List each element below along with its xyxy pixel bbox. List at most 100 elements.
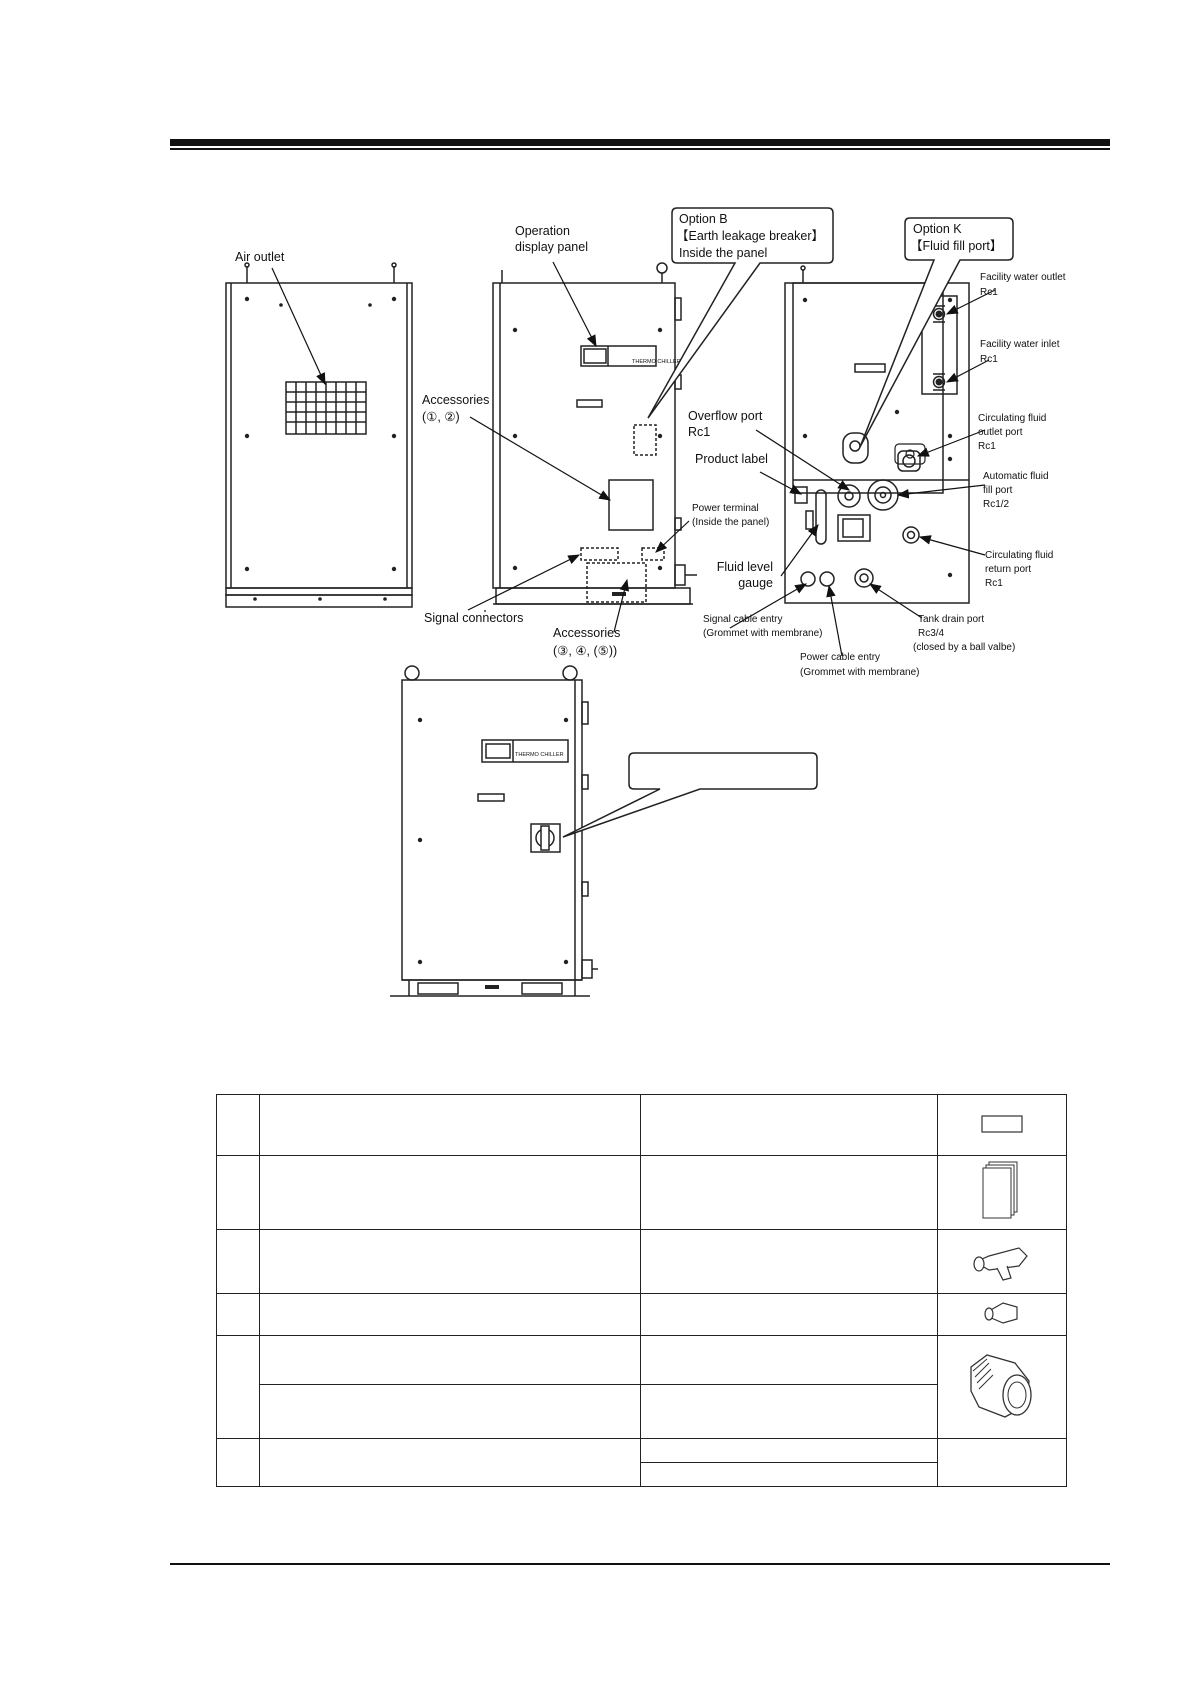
table-row	[216, 1094, 1067, 1156]
table-cell-qty	[640, 1094, 938, 1156]
label-facility-inlet-2: Rc1	[980, 354, 998, 365]
label-auto-fill-1: Automatic fluid	[983, 471, 1049, 482]
label-auto-fill-3: Rc1/2	[983, 499, 1010, 510]
table-cell-name	[259, 1438, 641, 1487]
table-row	[217, 1462, 1067, 1487]
callout-option-b-line2: 【Earth leakage breaker】	[676, 229, 824, 243]
label-circ-outlet-3: Rc1	[978, 441, 996, 452]
leader-accessories-12	[469, 416, 612, 501]
table-cell-image	[937, 1155, 1067, 1230]
manual-booklet-icon	[982, 1161, 1018, 1219]
label-tank-drain-2: Rc3/4	[918, 628, 945, 639]
leader-circ-outlet	[916, 429, 986, 457]
front-view	[492, 262, 697, 605]
label-facility-outlet-2: Rc1	[980, 287, 998, 298]
leader-auto-fill	[896, 484, 986, 499]
label-product-label: Product label	[695, 452, 768, 466]
callout-option-k-line1: Option K	[913, 222, 962, 236]
table-cell-image	[937, 1293, 1067, 1336]
label-signal-connectors: Signal connectors	[424, 611, 523, 625]
table-cell-name	[259, 1094, 641, 1156]
plate-icon	[981, 1114, 1023, 1133]
table-cell-qty	[640, 1293, 938, 1336]
table-cell-no	[216, 1293, 260, 1336]
label-power-cable-entry-2: (Grommet with membrane)	[800, 667, 919, 678]
leader-operation-panel	[552, 261, 597, 348]
table-cell-name	[259, 1229, 641, 1294]
label-operation-panel-1: Operation	[515, 224, 570, 238]
callout-option-b-line3: Inside the panel	[679, 246, 767, 260]
label-air-outlet: Air outlet	[235, 250, 285, 264]
leader-power-terminal	[655, 520, 690, 553]
label-auto-fill-2: fill port	[983, 485, 1013, 496]
label-circ-return-1: Circulating fluid	[985, 550, 1053, 561]
header-rule-thin	[170, 148, 1110, 150]
panel-brand-text: THERMO CHILLER	[632, 359, 681, 365]
table-cell-qty	[640, 1462, 938, 1487]
y-strainer-icon	[973, 1247, 1028, 1281]
leader-signal-cable-entry	[729, 583, 808, 629]
table-cell-name	[259, 1384, 641, 1439]
table-cell-qty	[640, 1155, 938, 1230]
table-row	[216, 1293, 1067, 1336]
label-accessories-12-1: Accessories	[422, 393, 489, 407]
leader-product-label	[759, 471, 803, 495]
label-facility-outlet-1: Facility water outlet	[980, 272, 1066, 283]
label-fluid-level-gauge-2: gauge	[738, 576, 773, 590]
table-row	[216, 1335, 1067, 1439]
breaker-side-view	[390, 665, 598, 997]
table-row	[216, 1155, 1067, 1230]
callout-option-k	[859, 217, 1014, 448]
table-cell-qty	[640, 1335, 938, 1385]
callout-option-b-line1: Option B	[679, 212, 728, 226]
leader-signal-connectors	[467, 554, 581, 611]
table-cell-name	[259, 1155, 641, 1230]
callout-option-b	[647, 207, 834, 419]
label-overflow-port-1: Overflow port	[688, 409, 763, 423]
panel-brand-text-2: THERMO CHILLER	[515, 752, 564, 758]
label-accessories-345-2: (③, ④, (⑤))	[553, 644, 617, 658]
callout-empty-breaker	[562, 752, 818, 838]
accessories-table	[216, 1094, 1067, 1487]
table-row	[216, 1438, 1067, 1487]
table-cell-qty	[640, 1229, 938, 1294]
leader-facility-inlet	[945, 359, 990, 383]
label-signal-cable-entry-2: (Grommet with membrane)	[703, 628, 822, 639]
label-power-terminal-2: (Inside the panel)	[692, 517, 769, 528]
table-cell-qty	[640, 1438, 938, 1463]
footer-rule	[170, 1563, 1110, 1565]
leader-power-cable-entry	[826, 584, 843, 657]
label-overflow-port-2: Rc1	[688, 425, 710, 439]
label-fluid-level-gauge-1: Fluid level	[717, 560, 773, 574]
leader-fluid-level-gauge	[780, 524, 819, 577]
label-power-terminal-1: Power terminal	[692, 503, 759, 514]
label-circ-return-3: Rc1	[985, 578, 1003, 589]
label-signal-cable-entry-1: Signal cable entry	[703, 614, 783, 625]
table-cell-image	[937, 1438, 1067, 1487]
label-operation-panel-2: display panel	[515, 240, 588, 254]
leader-facility-outlet	[945, 289, 996, 315]
threaded-adapter-icon	[970, 1353, 1032, 1418]
leader-overflow-port	[755, 429, 851, 491]
table-cell-no	[216, 1094, 260, 1156]
table-cell-name	[259, 1335, 641, 1385]
leader-circ-return	[918, 535, 986, 556]
leader-tank-drain	[868, 583, 923, 619]
earth-leakage-breaker	[530, 823, 561, 853]
table-row	[216, 1229, 1067, 1294]
air-outlet-grille	[285, 381, 367, 435]
header-rule-thick	[170, 139, 1110, 146]
table-cell-name	[259, 1293, 641, 1336]
label-tank-drain-1: Tank drain port	[918, 614, 984, 625]
table-cell-no	[216, 1438, 260, 1487]
table-cell-no	[216, 1335, 260, 1439]
back-view	[225, 262, 413, 608]
leader-accessories-345	[613, 578, 630, 633]
callout-option-k-line2: 【Fluid fill port】	[910, 239, 1002, 253]
label-circ-outlet-2: outlet port	[978, 427, 1023, 438]
table-cell-qty	[640, 1384, 938, 1439]
table-cell-image	[937, 1335, 1067, 1439]
label-circ-return-2: return port	[985, 564, 1031, 575]
label-tank-drain-3: (closed by a ball valbe)	[913, 642, 1015, 653]
